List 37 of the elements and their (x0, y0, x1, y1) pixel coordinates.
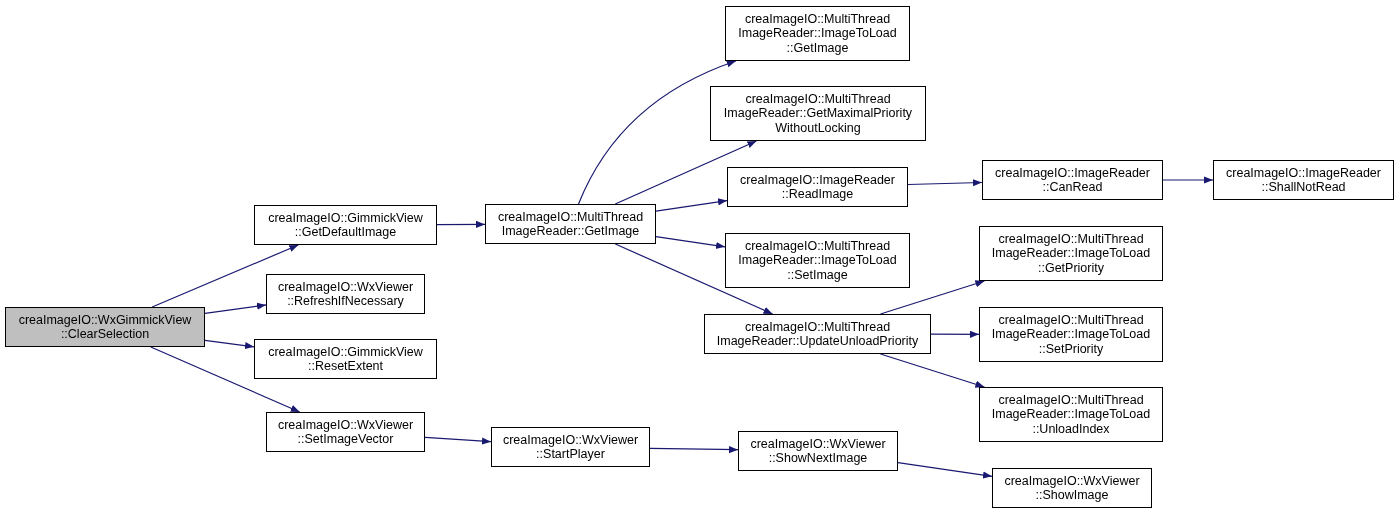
function-box: creaImageIO::MultiThread ImageReader::ImageToLoad ::SetImage (725, 233, 910, 288)
function-box: creaImageIO::MultiThread ImageReader::ImageToLoad ::GetPriority (979, 226, 1163, 281)
function-box: creaImageIO::MultiThread ImageReader::GetImage (485, 204, 656, 244)
call-arrow (204, 339, 255, 350)
highlighted-function-box: creaImageIO::WxGimmickView ::ClearSelection (5, 307, 205, 347)
function-box: creaImageIO::WxViewer ::RefreshIfNecessary (266, 274, 425, 314)
function-box: creaImageIO::WxViewer ::ShowImage (992, 468, 1152, 508)
call-arrow (614, 140, 757, 205)
function-box: creaImageIO::MultiThread ImageReader::ImageToLoad ::SetPriority (979, 307, 1163, 362)
call-arrow (930, 330, 980, 338)
call-arrow (614, 243, 774, 315)
call-arrow (879, 353, 985, 388)
function-box: creaImageIO::MultiThread ImageReader::GetMaximalPriority WithoutLocking (710, 86, 926, 141)
function-box: creaImageIO::WxViewer ::StartPlayer (491, 427, 650, 467)
function-box: creaImageIO::GimmickView ::ResetExtent (254, 339, 437, 379)
call-arrow (151, 244, 299, 308)
call-arrow (655, 236, 726, 250)
function-box: creaImageIO::ImageReader ::ReadImage (727, 167, 908, 207)
call-arrow (907, 179, 983, 187)
call-arrow (649, 445, 739, 454)
function-box: creaImageIO::GimmickView ::GetDefaultImage (254, 205, 437, 245)
call-arrow (424, 436, 492, 445)
function-box: creaImageIO::MultiThread ImageReader::ImageToLoad ::UnloadIndex (979, 387, 1163, 442)
function-box: creaImageIO::WxViewer ::SetImageVector (266, 412, 425, 452)
call-arrow (204, 302, 267, 314)
call-arrow (897, 462, 993, 479)
call-arrow (655, 198, 728, 212)
call-arrow (436, 220, 486, 229)
function-box: creaImageIO::ImageReader ::CanRead (982, 160, 1163, 200)
call-arrow (150, 346, 301, 413)
function-box: creaImageIO::MultiThread ImageReader::UpdateUnloadPriority (704, 314, 931, 354)
function-box: creaImageIO::MultiThread ImageReader::ImageToLoad ::GetImage (725, 6, 910, 61)
function-box: creaImageIO::WxViewer ::ShowNextImage (738, 431, 898, 471)
call-arrow (879, 280, 985, 315)
call-arrow (577, 60, 737, 205)
call-arrow (1162, 176, 1214, 184)
function-box: creaImageIO::ImageReader ::ShallNotRead (1213, 160, 1394, 200)
